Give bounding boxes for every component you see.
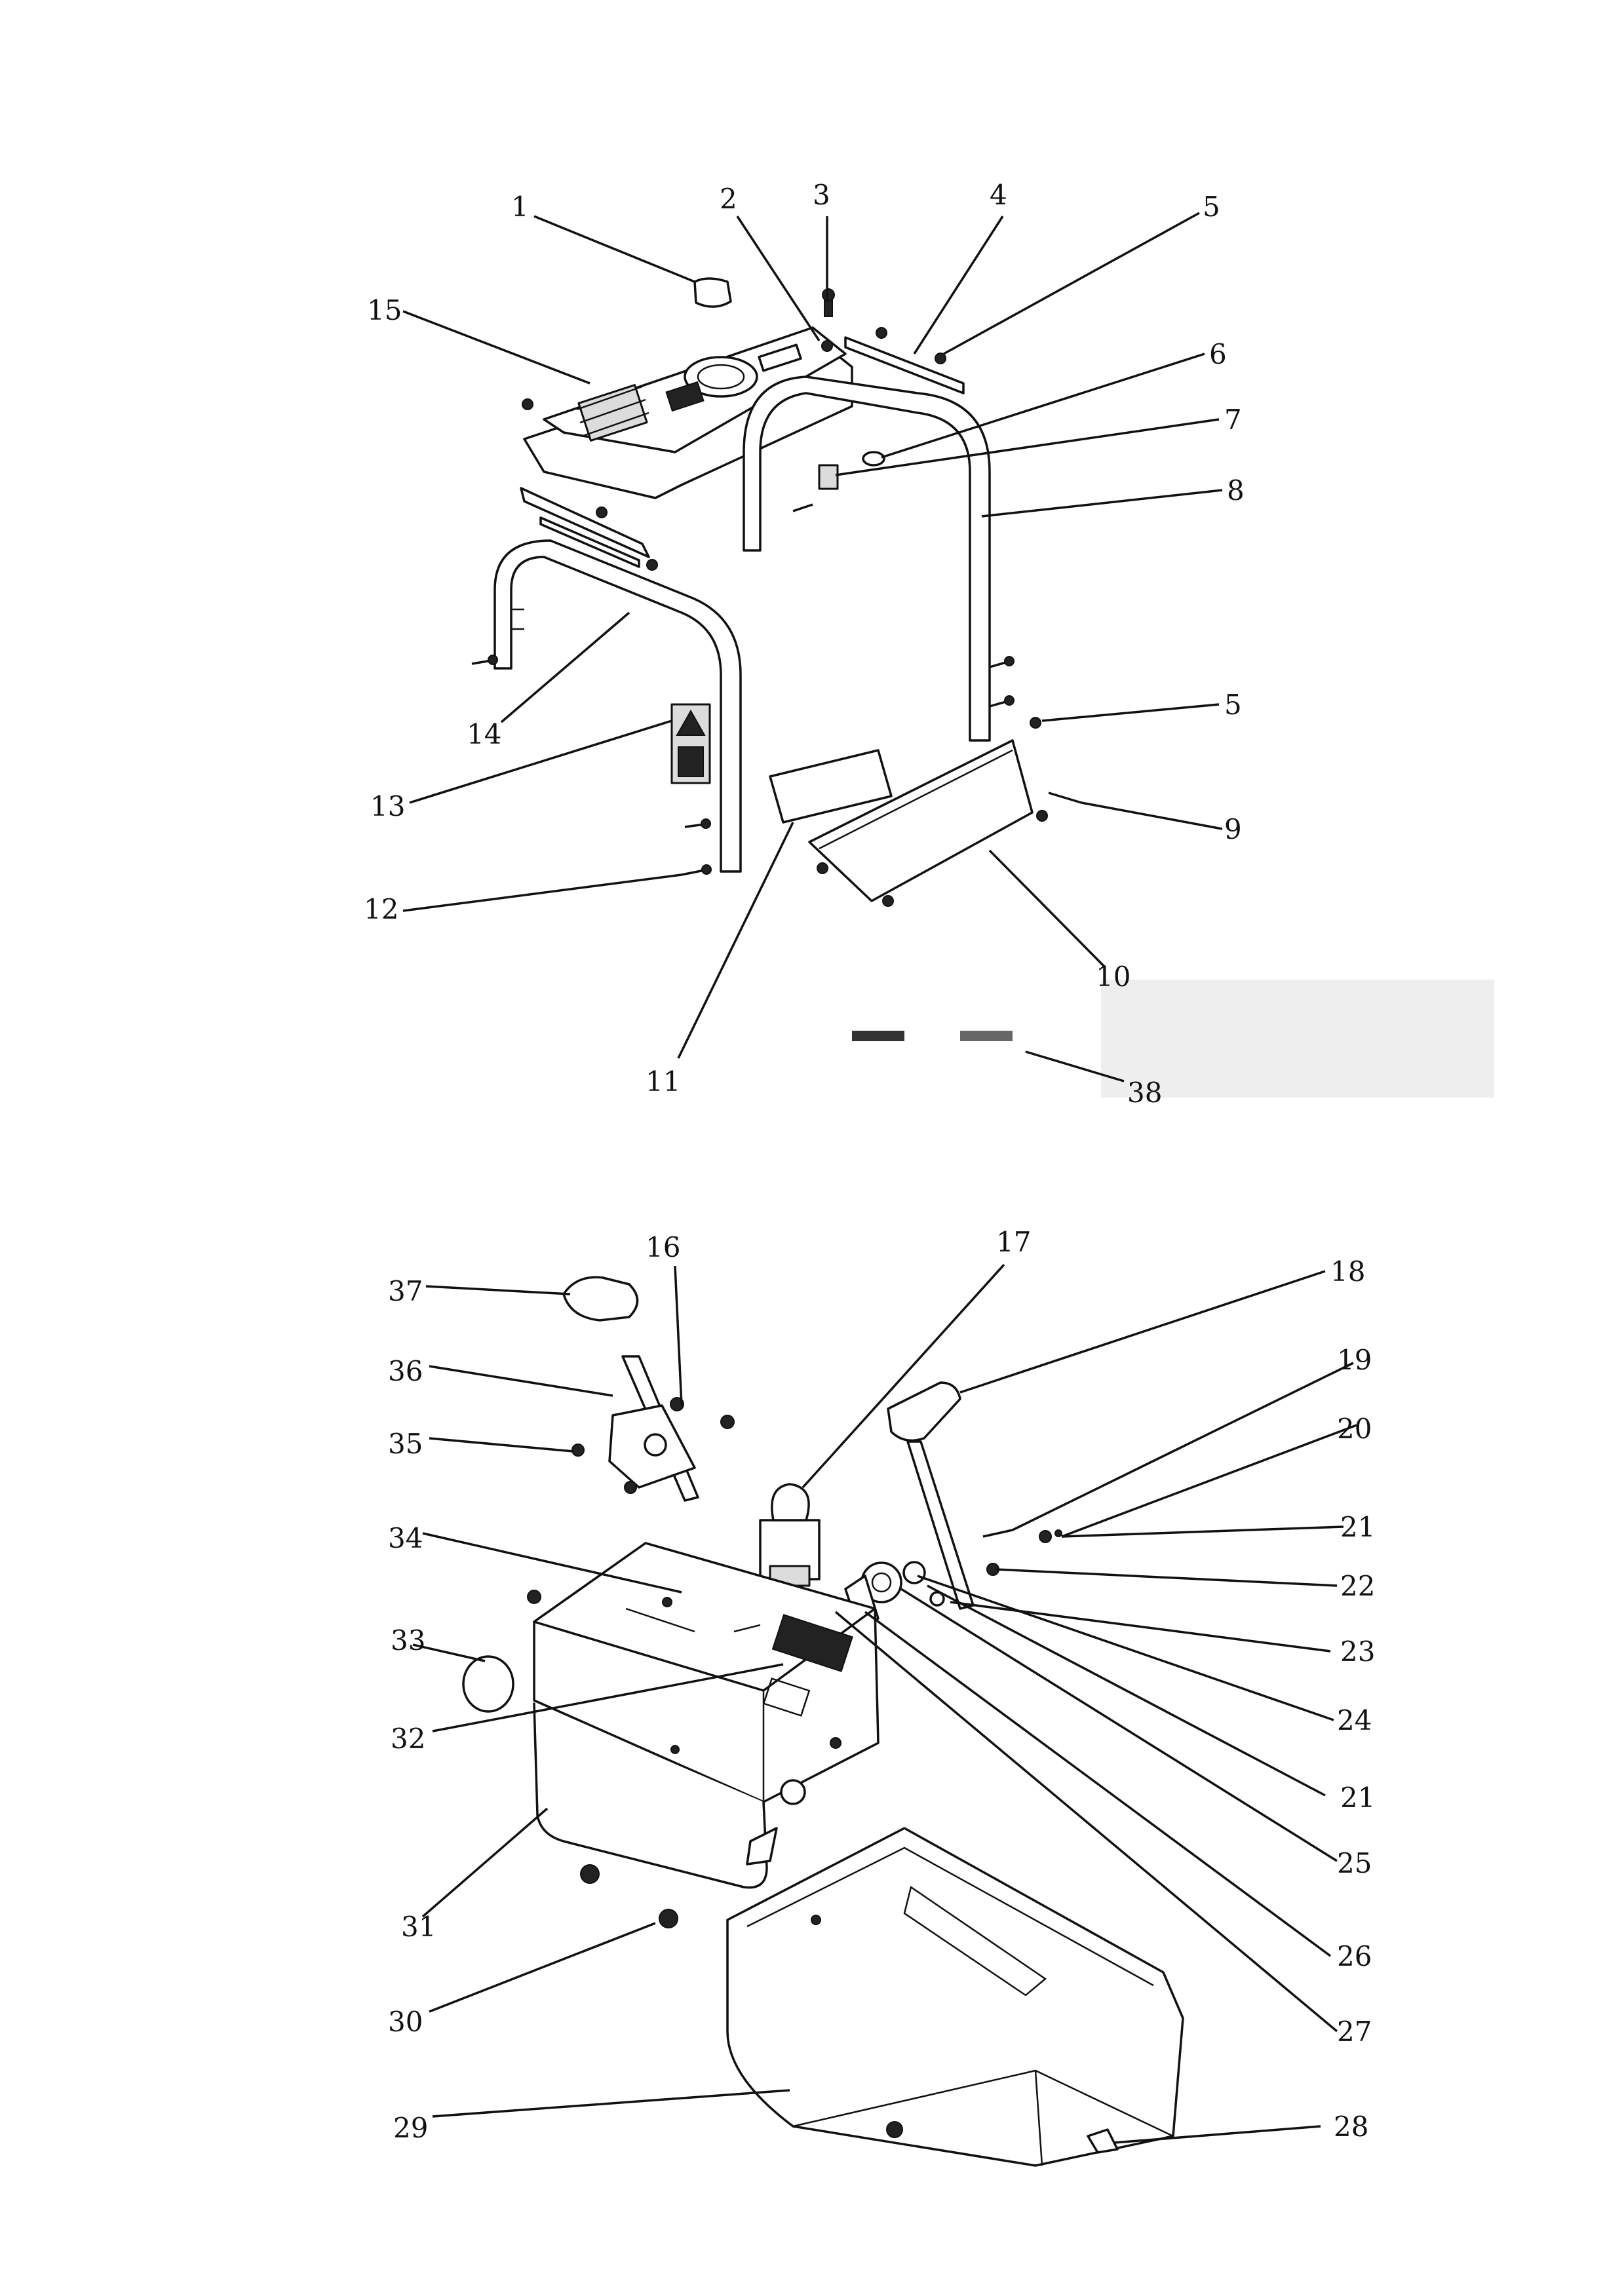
- callout-33: 33: [391, 1624, 425, 1656]
- callout-18: 18: [1330, 1255, 1365, 1288]
- callout-numbers: 1 2 3 4 5 6 7 8 5 9 10 11 12 13 14 15 38…: [364, 179, 1375, 2144]
- callout-3: 3: [813, 179, 830, 211]
- callout-32: 32: [391, 1723, 425, 1755]
- callout-23: 23: [1340, 1636, 1375, 1668]
- warning-decal: [670, 703, 711, 784]
- callout-17: 17: [996, 1226, 1031, 1258]
- callout-5-top: 5: [1203, 191, 1220, 223]
- base-tray: [726, 1827, 1184, 2167]
- callout-10: 10: [1096, 961, 1131, 993]
- left-frame-handle: [493, 539, 742, 873]
- callout-8: 8: [1227, 474, 1245, 507]
- control-panel: [533, 1542, 880, 1889]
- frame-bolts: [471, 655, 1041, 876]
- callout-20: 20: [1337, 1413, 1372, 1445]
- callout-12: 12: [364, 893, 398, 925]
- callout-36: 36: [388, 1355, 423, 1387]
- rating-labels: [852, 980, 1494, 1098]
- choke-knob: [887, 1381, 961, 1442]
- callout-21-bottom: 21: [1340, 1782, 1375, 1814]
- callout-30: 30: [388, 2006, 423, 2038]
- callout-13: 13: [370, 790, 405, 822]
- lock-pin: [1087, 2128, 1119, 2154]
- callout-1: 1: [511, 191, 529, 223]
- callout-15: 15: [367, 294, 402, 326]
- fuel-tank: [523, 326, 853, 499]
- callout-11: 11: [646, 1065, 680, 1098]
- callout-29: 29: [393, 2112, 428, 2144]
- callout-24: 24: [1337, 1704, 1372, 1736]
- callout-37: 37: [388, 1275, 423, 1307]
- callout-6: 6: [1209, 338, 1227, 370]
- right-frame-handle: [743, 375, 991, 742]
- top-strap: [844, 336, 965, 394]
- callout-16: 16: [646, 1231, 680, 1263]
- callout-14: 14: [467, 718, 501, 750]
- callout-25: 25: [1337, 1847, 1372, 1879]
- rear-panel: [808, 739, 1034, 902]
- callout-28: 28: [1334, 2111, 1368, 2143]
- upper-assembly: [471, 277, 1494, 1098]
- lower-assembly: [462, 1276, 1184, 2167]
- callout-22: 22: [1340, 1570, 1375, 1602]
- callout-35: 35: [388, 1428, 423, 1460]
- callout-38: 38: [1127, 1077, 1162, 1109]
- rubber-grommet: [862, 451, 885, 467]
- callout-34: 34: [388, 1522, 423, 1554]
- cover-plate: [769, 749, 893, 824]
- callout-21-top: 21: [1340, 1511, 1375, 1543]
- callout-31: 31: [401, 1911, 436, 1943]
- callout-7: 7: [1224, 404, 1242, 436]
- pin: [1048, 792, 1082, 804]
- throttle-knob: [562, 1276, 639, 1322]
- stop-switch: [759, 1483, 821, 1587]
- hose-clamp: [462, 1655, 514, 1713]
- hose-fitting: [818, 464, 839, 490]
- callout-26: 26: [1337, 1940, 1372, 1972]
- fuel-cap: [693, 277, 732, 308]
- frame-screws: [522, 288, 967, 571]
- callout-4: 4: [990, 179, 1007, 211]
- callout-19: 19: [1337, 1344, 1372, 1376]
- leader-lines: [402, 212, 1357, 2144]
- callout-5-mid: 5: [1224, 689, 1242, 721]
- callout-27: 27: [1337, 2016, 1372, 2048]
- callout-2: 2: [720, 183, 737, 215]
- callout-9: 9: [1224, 813, 1242, 845]
- tank-bracket: [520, 487, 650, 558]
